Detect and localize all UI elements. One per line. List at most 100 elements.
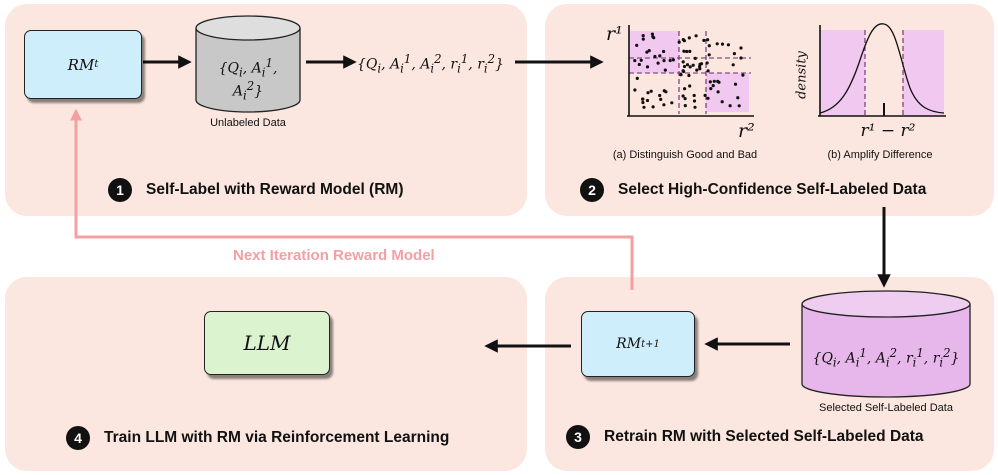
scatter-point [651, 35, 655, 39]
scatter-point [715, 42, 719, 46]
scatter-point [728, 104, 732, 108]
scatter-point [633, 59, 637, 63]
scatter-point [720, 100, 724, 104]
scatter-point [645, 65, 650, 69]
scatter-point [681, 69, 685, 73]
scatter-point [731, 63, 735, 67]
scatter-point [739, 56, 743, 60]
scatter-point [699, 62, 704, 66]
selected-data-cylinder [801, 290, 971, 398]
scatter-point [662, 49, 666, 54]
rm-t-sub: t [94, 59, 99, 70]
unlabeled-caption: Unlabeled Data [210, 117, 286, 129]
scatter-point [683, 87, 687, 91]
scatter-point [716, 90, 720, 94]
scatter-point [732, 52, 737, 56]
scatter-point [662, 103, 666, 107]
scatter-point [707, 44, 711, 48]
scatter-point [683, 97, 687, 101]
scatter-point [694, 34, 698, 38]
scored-tuple: {Qi, Ai1, Ai2, ri1, ri2} [357, 52, 504, 76]
scatter-point [707, 53, 711, 57]
scatter-point [698, 67, 702, 71]
scatter-point [709, 87, 713, 91]
step-1-label: Self-Label with Reward Model (RM) [146, 181, 404, 198]
scatter-point [649, 89, 653, 93]
scatter-point [635, 43, 639, 48]
scatter-point [693, 56, 697, 61]
rm-next-sub: t+1 [641, 338, 660, 350]
density-curve [819, 23, 945, 114]
scatter-point [637, 62, 641, 67]
scatter-point [647, 49, 651, 53]
rm-t-base: RM [67, 55, 95, 74]
scatter-points [633, 32, 745, 109]
scatter-plot [627, 25, 754, 117]
feedback-arrow [70, 108, 634, 290]
scatter-point [703, 93, 707, 97]
scatter-point [681, 60, 685, 64]
scatter-point [688, 84, 692, 88]
step-4-number: 4 [66, 426, 90, 450]
scatter-point [635, 76, 639, 80]
scatter-point [706, 69, 710, 73]
scatter-point [682, 49, 686, 53]
selected-caption: Selected Self-Labeled Data [819, 402, 953, 414]
scatter-point [641, 37, 645, 41]
scatter-point [662, 59, 666, 63]
density-caption: (b) Amplify Difference [827, 149, 933, 161]
scatter-point [683, 104, 687, 108]
scatter-point [687, 73, 691, 78]
feedback-label: Next Iteration Reward Model [233, 247, 435, 264]
step-1-number: 1 [108, 178, 132, 202]
scatter-point [656, 61, 660, 65]
scatter-point [692, 93, 696, 98]
scatter-point [659, 97, 663, 101]
scatter-xlabel: r² [738, 120, 755, 142]
scatter-point [645, 98, 650, 103]
scatter-point [705, 61, 709, 65]
scatter-point [736, 96, 740, 100]
scatter-point [671, 58, 676, 62]
scatter-point [706, 38, 710, 42]
step-4-label: Train LLM with RM via Reinforcement Lear… [104, 429, 450, 446]
scatter-point [695, 68, 699, 72]
scatter-point [679, 73, 683, 77]
scatter-point [641, 100, 645, 105]
scatter-point [651, 105, 655, 109]
step-2: 2 Select High-Confidence Self-Labeled Da… [580, 178, 926, 202]
scatter-point [639, 58, 643, 62]
step-4: 4 Train LLM with RM via Reinforcement Le… [66, 426, 449, 450]
scatter-point [688, 49, 692, 54]
scatter-point [691, 63, 695, 67]
scatter-point [677, 40, 681, 44]
llm-box: LLM [204, 311, 330, 375]
scatter-point [708, 80, 712, 84]
scatter-point [737, 104, 741, 108]
scatter-point [702, 38, 706, 43]
scatter-point [712, 79, 716, 83]
scatter-point [681, 94, 685, 98]
scatter-point [653, 54, 657, 59]
scatter-ylabel: r¹ [606, 23, 623, 45]
step-2-label: Select High-Confidence Self-Labeled Data [618, 181, 927, 198]
scatter-point [658, 93, 662, 98]
scatter-point [733, 82, 738, 86]
selected-tuple: {Qi, Ai1, Ai2, ri1, ri2} [812, 346, 960, 370]
rm-next-base: RM [616, 336, 642, 352]
step-3-label: Retrain RM with Selected Self-Labeled Da… [604, 428, 924, 445]
scatter-caption: (a) Distinguish Good and Bad [612, 149, 758, 161]
scatter-point [685, 49, 689, 54]
scatter-point [741, 73, 745, 77]
scatter-point [663, 68, 667, 72]
llm-label: LLM [243, 331, 291, 355]
density-xlabel: r¹ − r² [860, 121, 916, 141]
scatter-point [633, 88, 637, 92]
step-3-number: 3 [566, 425, 590, 449]
scatter-point [681, 38, 685, 42]
scatter-point [641, 34, 645, 38]
scatter-point [692, 99, 697, 103]
